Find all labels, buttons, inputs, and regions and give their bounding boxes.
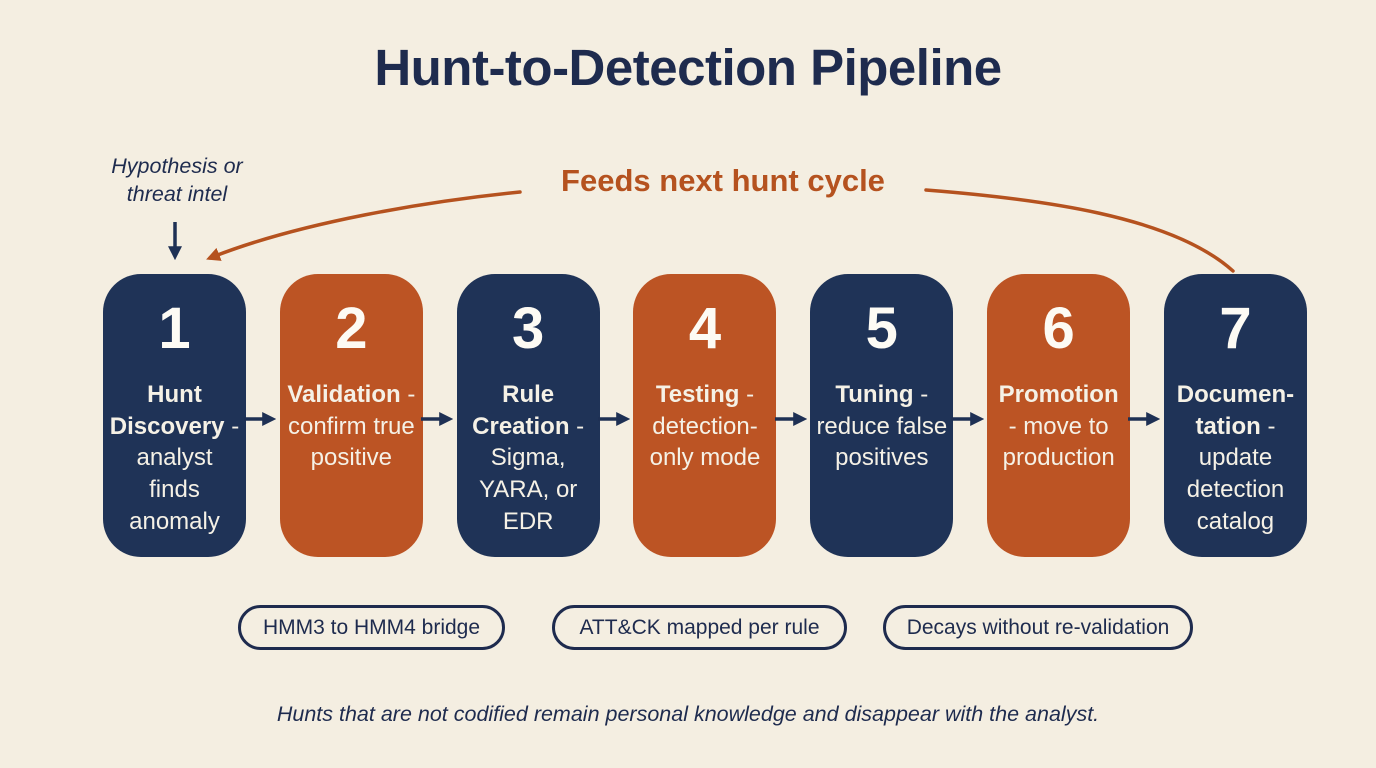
footnote: Hunts that are not codified remain perso… [276, 702, 1100, 726]
pipeline-step-3: 3 Rule Creation - Sigma, YARA, or EDR [456, 274, 600, 557]
step-description: - update detection catalog [1186, 412, 1285, 535]
step-title: Documen-tation [1176, 381, 1295, 440]
step-description: - reduce false positives [816, 381, 948, 472]
step-number: 7 [1219, 296, 1252, 361]
step-text: Testing - detection-only mode [639, 379, 770, 474]
step-text: Promotion - move to production [993, 379, 1124, 474]
step-number: 1 [158, 296, 191, 361]
step-title: Hunt Discovery [109, 381, 225, 440]
step-text: Rule Creation - Sigma, YARA, or EDR [463, 379, 594, 537]
step-text: Documen-tation - update detection catalo… [1170, 379, 1301, 537]
step-description: - confirm true positive [287, 381, 416, 472]
pipeline-step-1: 1 Hunt Discovery - analyst finds anomaly [103, 274, 246, 557]
step-number: 3 [512, 296, 545, 361]
feedback-curve-right [924, 188, 1235, 273]
step-title: Validation [287, 381, 401, 408]
pipeline-step-4: 4 Testing - detection-only mode [633, 274, 777, 557]
step-text: Tuning - reduce false positives [816, 379, 947, 474]
step-description: - analyst finds anomaly [129, 412, 240, 535]
pipeline-step-6: 6 Promotion - move to production [987, 274, 1131, 557]
pipeline-step-5: 5 Tuning - reduce false positives [810, 274, 954, 557]
step-text: Hunt Discovery - analyst finds anomaly [109, 379, 240, 537]
pill-attack-mapping: ATT&CK mapped per rule [552, 605, 847, 650]
feedback-label: Feeds next hunt cycle [561, 163, 885, 198]
step-description: - detection-only mode [649, 381, 761, 472]
step-description: - move to production [1002, 412, 1115, 472]
pipeline-step-7: 7 Documen-tation - update detection cata… [1163, 274, 1307, 557]
step-title: Rule Creation [472, 381, 570, 440]
page-title: Hunt-to-Detection Pipeline [374, 39, 1002, 96]
step-description: - Sigma, YARA, or EDR [479, 412, 585, 535]
step-number: 6 [1042, 296, 1075, 361]
step-title: Promotion [998, 381, 1119, 408]
step-number: 2 [335, 296, 368, 361]
step-number: 5 [865, 296, 898, 361]
step-title: Tuning [835, 381, 914, 408]
step-text: Validation - confirm true positive [286, 379, 417, 474]
hypothesis-annotation: Hypothesis or threat intel [111, 154, 243, 206]
pill-hmm-bridge: HMM3 to HMM4 bridge [238, 605, 505, 650]
pill-decay-warning: Decays without re-validation [883, 605, 1193, 650]
step-number: 4 [688, 296, 722, 361]
pipeline-steps: 1 Hunt Discovery - analyst finds anomaly… [103, 274, 1307, 557]
step-title: Testing [655, 381, 740, 408]
pipeline-step-2: 2 Validation - confirm true positive [279, 274, 423, 557]
